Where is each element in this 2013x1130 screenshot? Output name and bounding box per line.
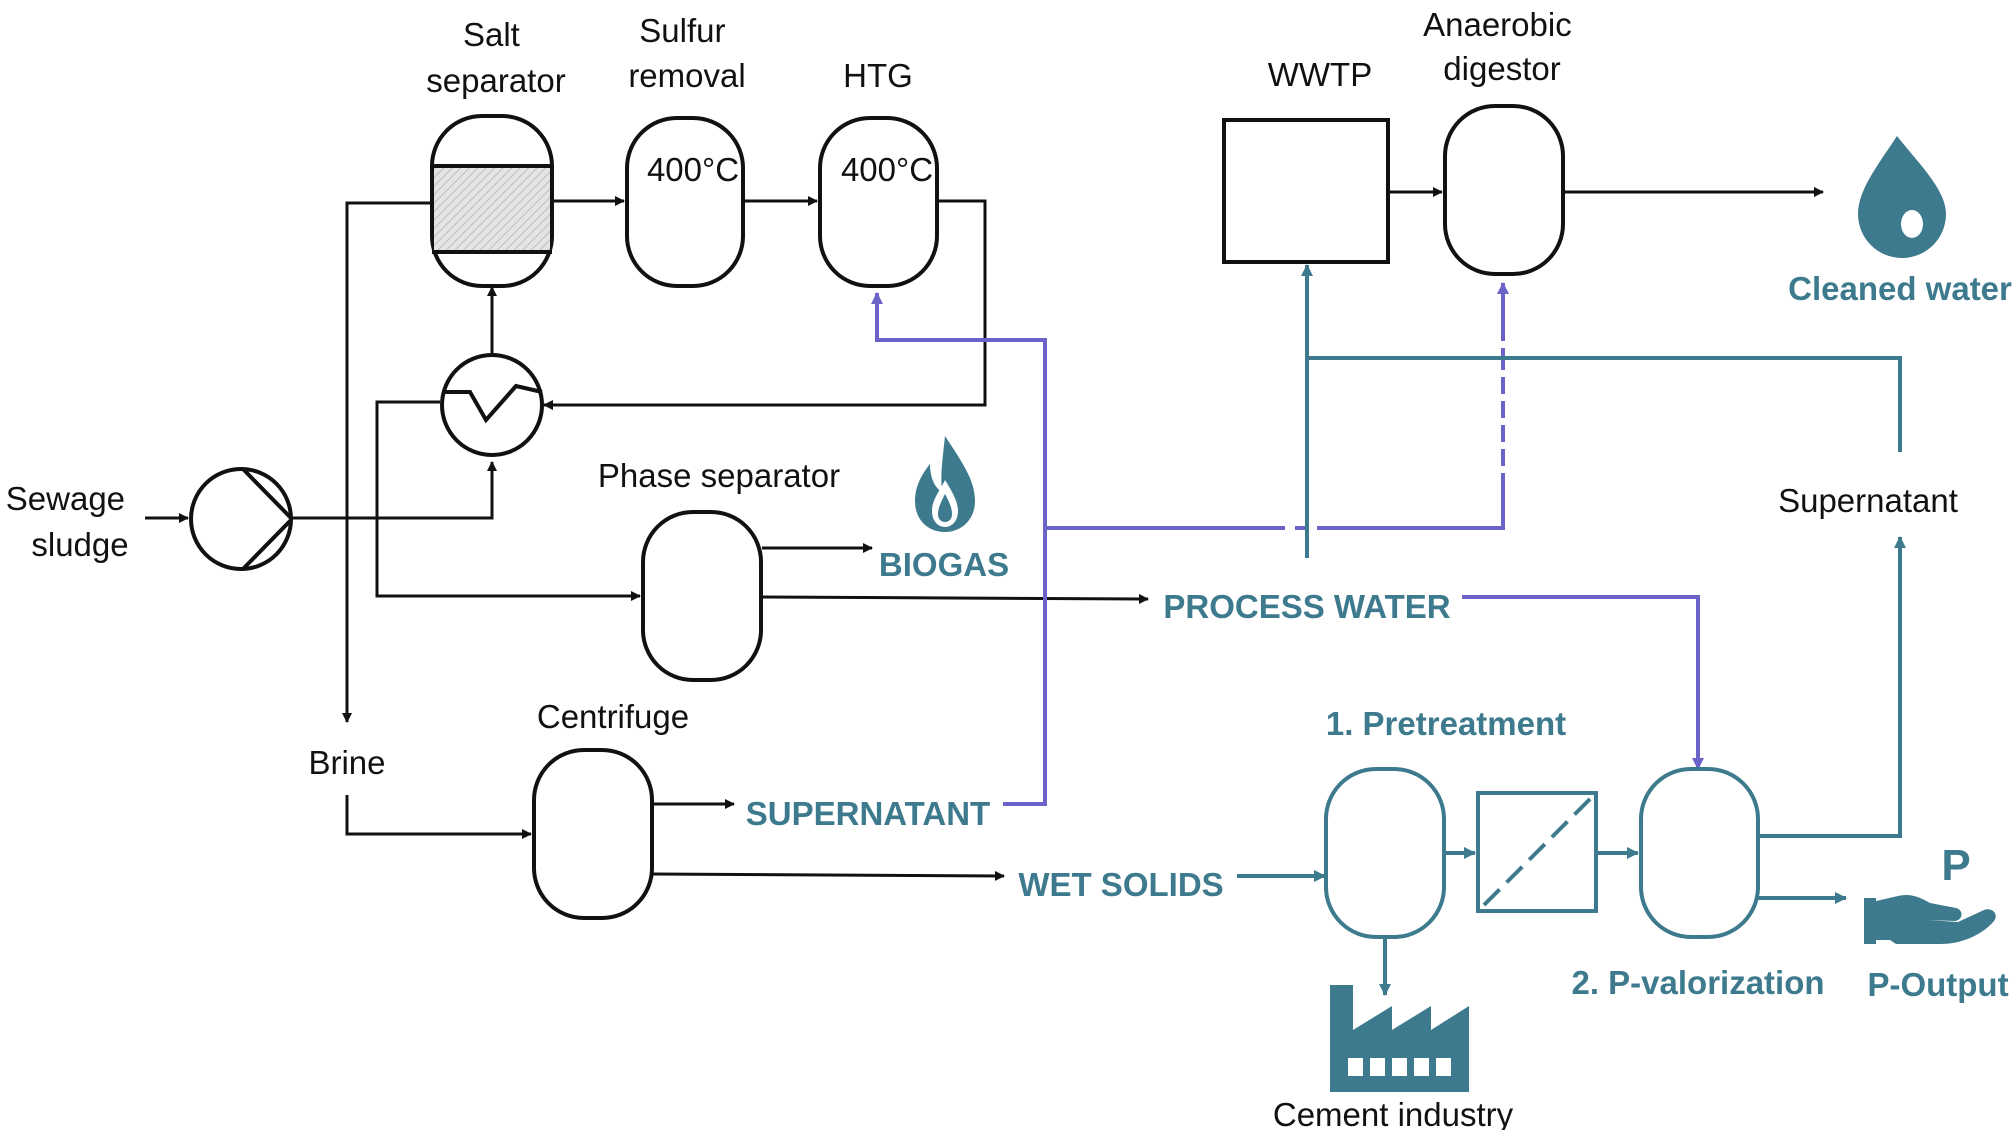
pump-icon [189,467,293,571]
centrifuge-vessel [532,748,654,920]
wwtp-label: WWTP [1268,56,1372,93]
pretreatment-vessel [1324,767,1446,939]
cleaned-water-label: Cleaned water [1788,270,2012,307]
supernatant-label: Supernatant [1778,482,1958,519]
p-letter: P [1941,841,1970,890]
water-drop-icon [1858,136,1946,258]
wet-solids-label: WET SOLIDS [1018,866,1223,903]
cement-industry-label: Cement industry [1273,1096,1514,1130]
salt-separator-vessel [430,114,554,288]
p-valorization-label: 2. P-valorization [1571,964,1824,1001]
htg-temperature-label: 400°C [841,151,933,188]
purple-flow-lines [871,282,1704,806]
salt-separator-label: Salt separator [426,16,565,99]
teal-flow-lines [1237,264,1906,996]
sulfur-removal-line-2: removal [628,57,745,94]
htg-reactor-vessel [818,116,939,288]
p-output-label: P-Output [1867,966,2008,1003]
anaerobic-digestor-line-1: Anaerobic [1423,6,1572,43]
brine-label: Brine [308,744,385,781]
sewage-sludge-line-2: sludge [31,526,128,563]
centrifuge-label: Centrifuge [537,698,689,735]
hand-with-p-icon: P [1864,841,1996,944]
membrane-filter-icon [1476,791,1598,913]
phase-separator-label: Phase separator [598,457,840,494]
sulfur-removal-label: Sulfur removal [628,12,745,94]
sulfur-temperature-label: 400°C [647,151,739,188]
htg-label: HTG [843,57,913,94]
water-drop-highlight [1901,210,1923,238]
phase-separator-vessel [641,510,763,682]
sulfur-removal-vessel [625,116,745,288]
heat-exchanger-icon [440,353,544,457]
biogas-label: BIOGAS [879,546,1009,583]
process-water-label: PROCESS WATER [1163,588,1450,625]
factory-icon [1330,985,1469,1092]
flame-icon [915,436,975,532]
pretreatment-label: 1. Pretreatment [1326,705,1566,742]
p-valorization-vessel [1639,767,1760,939]
anaerobic-digestor-label: Anaerobic digestor [1423,6,1581,87]
supernatant-stream-label: SUPERNATANT [746,795,990,832]
sewage-sludge-line-1: Sewage [6,480,125,517]
anaerobic-digestor-line-2: digestor [1443,50,1560,87]
salt-separator-line-2: separator [426,62,565,99]
wwtp-box [1222,118,1390,264]
sewage-sludge-label: Sewage sludge [6,480,134,563]
anaerobic-digestor-vessel [1443,104,1565,276]
sulfur-removal-line-1: Sulfur [639,12,725,49]
salt-separator-line-1: Salt [463,16,520,53]
black-flow-lines [145,187,1824,881]
